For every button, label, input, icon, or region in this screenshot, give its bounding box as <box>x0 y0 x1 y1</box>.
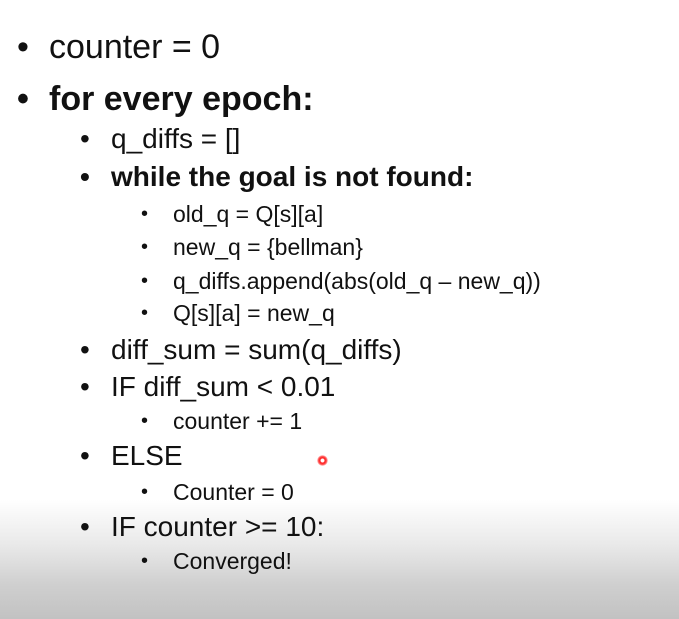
bullet-icon: • <box>141 203 149 225</box>
line-text: while the goal is not found: <box>111 161 474 192</box>
bullet-icon: • <box>17 28 29 66</box>
line-text: diff_sum = sum(q_diffs) <box>111 334 402 365</box>
line-text: IF diff_sum < 0.01 <box>111 371 336 402</box>
bullet-icon: • <box>80 334 90 365</box>
line-text: q_diffs = [] <box>111 123 241 154</box>
bullet-icon: • <box>141 302 149 324</box>
line-text: ELSE <box>111 440 183 471</box>
bullet-icon: • <box>17 80 29 118</box>
line-text: counter = 0 <box>49 28 221 66</box>
line-text: old_q = Q[s][a] <box>173 201 324 227</box>
bullet-icon: • <box>80 511 90 542</box>
bullet-icon: • <box>141 410 149 432</box>
bullet-icon: • <box>80 123 90 154</box>
line-text: Q[s][a] = new_q <box>173 300 335 326</box>
bullet-icon: • <box>80 161 90 192</box>
line-text: counter += 1 <box>173 408 303 434</box>
bullet-icon: • <box>80 371 90 402</box>
line-text: IF counter >= 10: <box>111 511 325 542</box>
line-text: Converged! <box>173 548 292 574</box>
bullet-icon: • <box>141 550 149 572</box>
line-text: new_q = {bellman} <box>173 234 363 260</box>
line-text: Counter = 0 <box>173 479 294 505</box>
bullet-icon: • <box>141 270 149 292</box>
line-text: q_diffs.append(abs(old_q – new_q)) <box>173 268 541 294</box>
bullet-icon: • <box>141 236 149 258</box>
laser-pointer-icon <box>317 455 328 466</box>
line-text: for every epoch: <box>49 80 314 118</box>
bullet-icon: • <box>80 440 90 471</box>
bullet-icon: • <box>141 481 149 503</box>
